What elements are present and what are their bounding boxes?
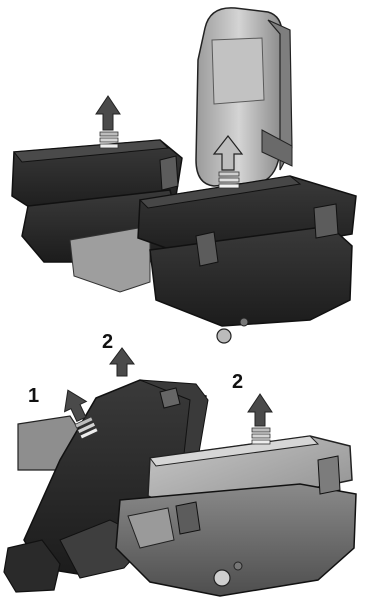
step-label-2-top: 2 [102,331,113,353]
up-arrow-icon [96,96,120,148]
up-arrow-icon [248,394,272,444]
up-arrow-icon [110,348,134,376]
raised-seatback [196,8,292,186]
step-label-1: 1 [28,385,39,407]
step-label-2-right: 2 [232,371,243,393]
top-panel [12,8,356,343]
folded-seat-right [116,436,356,596]
right-folded-seat [138,176,356,343]
bottom-panel: 2 1 2 [4,331,356,596]
